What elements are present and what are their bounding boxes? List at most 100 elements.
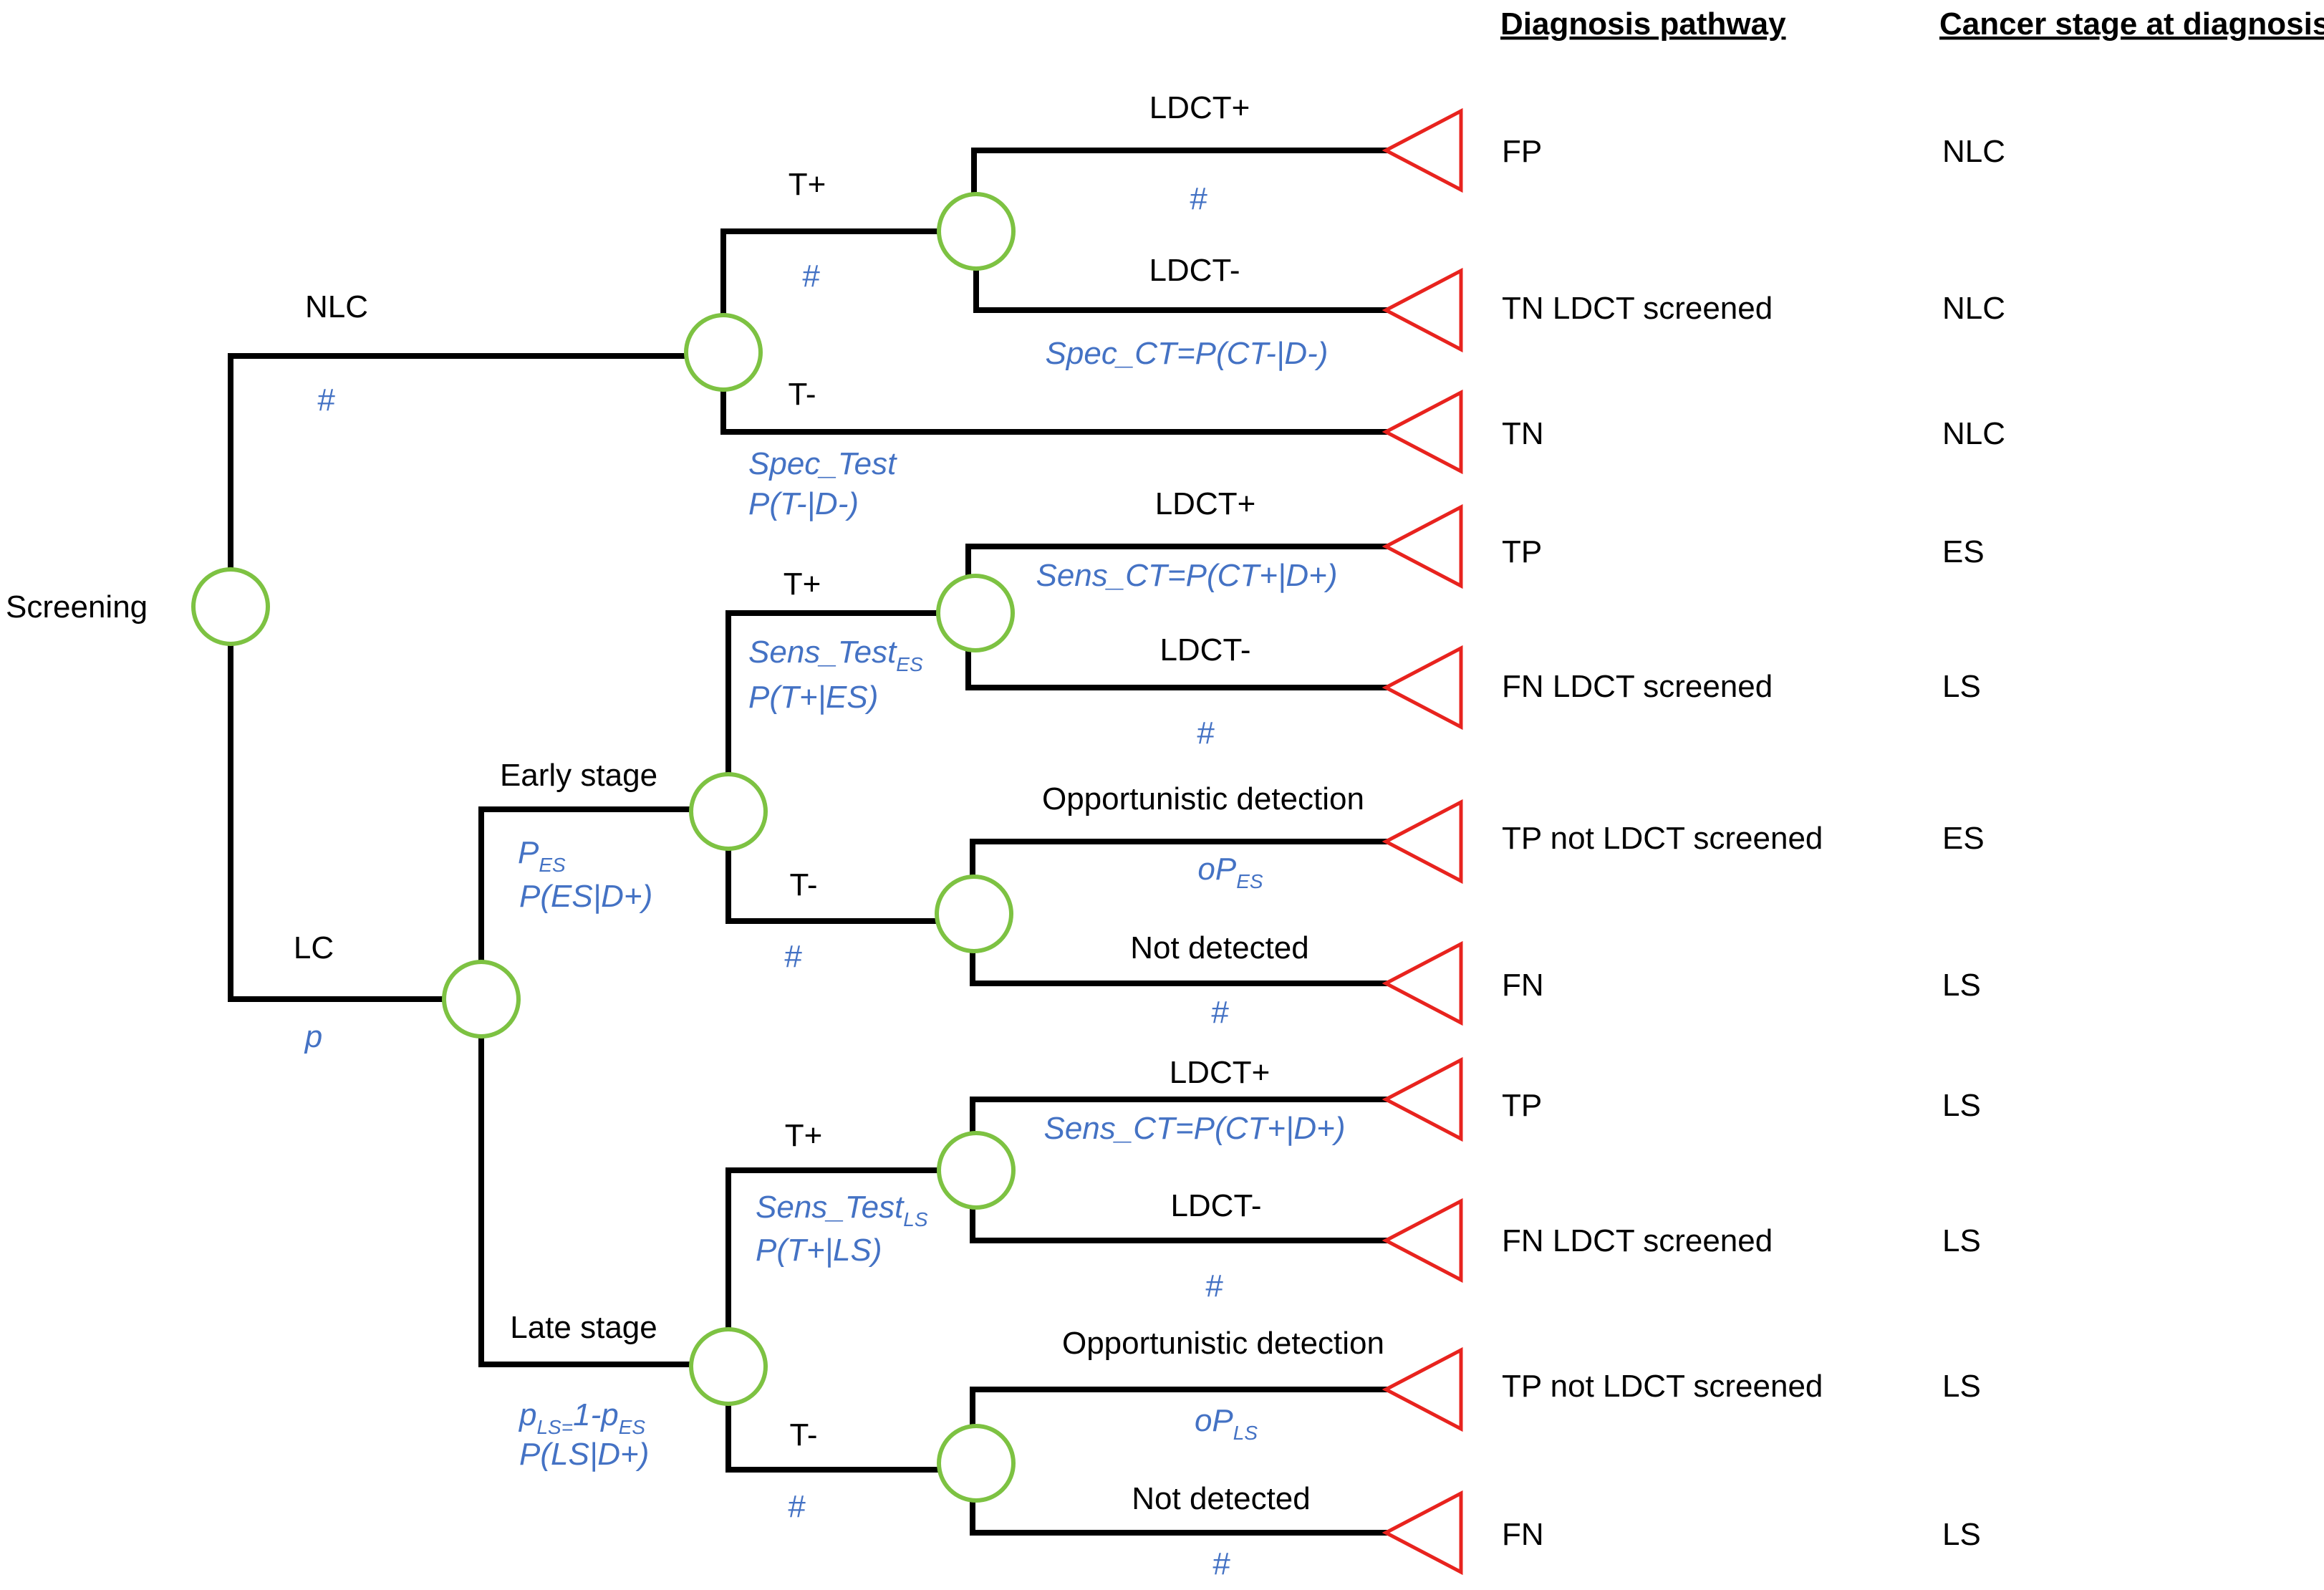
nlc-ldct-pos-label: LDCT+ xyxy=(1149,90,1250,125)
edge-es-tneg xyxy=(725,844,945,924)
nlc-tpos-label: T+ xyxy=(789,167,826,202)
ls-ldct-neg-prob: # xyxy=(1205,1268,1223,1304)
outcome-pathway: TN LDCT screened xyxy=(1502,291,1773,326)
outcome-pathway: TP xyxy=(1502,1088,1542,1123)
edge-nlc-ldct-pos xyxy=(971,148,1389,196)
nlc-tneg-prob-1: Spec_Test xyxy=(748,446,897,481)
edge-nlc-tneg xyxy=(720,385,1389,435)
es-tneg-node xyxy=(935,874,1013,953)
edge-nlc-tpos xyxy=(720,228,945,319)
edge-late-stage xyxy=(478,1032,698,1367)
es-opp-label: Opportunistic detection xyxy=(1042,781,1364,816)
es-tpos-node xyxy=(936,574,1015,652)
nlc-test-node xyxy=(684,313,763,392)
edge-es-opp xyxy=(970,839,1389,882)
ls-ldct-pos-label: LDCT+ xyxy=(1170,1055,1271,1090)
es-test-node xyxy=(689,772,768,851)
edge-es-ldct-neg xyxy=(965,645,1389,690)
outcome-rows: FP NLC TN LDCT screened NLC TN NLC TP ES… xyxy=(1502,134,2005,1552)
ls-tneg-node xyxy=(937,1424,1016,1503)
outcome-pathway: FN LDCT screened xyxy=(1502,669,1773,704)
outcome-pathway: FN xyxy=(1502,1517,1544,1552)
es-ldct-pos-prob: Sens_CT=P(CT+|D+) xyxy=(1036,558,1337,593)
ls-tneg-label: T- xyxy=(789,1417,817,1452)
edge-ls-ldct-neg xyxy=(970,1204,1389,1243)
late-stage-prob-1: pLS=1-pES xyxy=(518,1397,645,1438)
es-notdet-label: Not detected xyxy=(1130,930,1309,965)
ls-ldct-pos-prob: Sens_CT=P(CT+|D+) xyxy=(1043,1111,1345,1146)
es-tpos-prob-2: P(T+|ES) xyxy=(748,680,878,715)
ls-tpos-label: T+ xyxy=(785,1118,823,1153)
outcome-pathway: FN LDCT screened xyxy=(1502,1223,1773,1258)
late-stage-label: Late stage xyxy=(510,1310,657,1345)
lc-prob: p xyxy=(304,1019,322,1054)
outcome-pathway: TN xyxy=(1502,416,1544,451)
terminal-node-11 xyxy=(1382,1490,1463,1576)
edge-ls-ldct-pos xyxy=(970,1097,1389,1138)
outcome-stage: NLC xyxy=(1942,416,2005,451)
es-ldct-neg-label: LDCT- xyxy=(1159,632,1250,668)
outcome-pathway: TP xyxy=(1502,534,1542,569)
nlc-tneg-label: T- xyxy=(788,377,816,412)
edge-es-tpos xyxy=(725,610,945,780)
nlc-prob: # xyxy=(317,382,335,418)
es-ldct-neg-prob: # xyxy=(1197,716,1215,751)
outcome-stage: ES xyxy=(1942,534,1985,569)
nlc-ldct-pos-prob: # xyxy=(1190,181,1207,216)
early-stage-prob-1: PES xyxy=(518,835,566,876)
terminal-node-4 xyxy=(1382,504,1463,589)
outcome-stage: LS xyxy=(1942,669,1981,704)
lc-stage-node xyxy=(442,960,521,1039)
nlc-ldct-neg-prob: Spec_CT=P(CT-|D-) xyxy=(1046,336,1329,371)
outcome-stage: ES xyxy=(1942,821,1985,856)
late-stage-prob-2: P(LS|D+) xyxy=(519,1437,649,1472)
early-stage-label: Early stage xyxy=(500,758,657,793)
edge-ls-tneg xyxy=(725,1399,945,1473)
edge-ls-notdet xyxy=(970,1496,1389,1536)
ls-notdet-prob: # xyxy=(1212,1546,1230,1581)
edge-early-stage xyxy=(478,806,698,966)
terminal-node-1 xyxy=(1382,107,1463,193)
ls-notdet-label: Not detected xyxy=(1132,1481,1311,1516)
outcome-pathway: FP xyxy=(1502,134,1542,169)
nlc-tneg-prob-2: P(T-|D-) xyxy=(748,486,859,521)
es-notdet-prob: # xyxy=(1211,995,1229,1030)
outcome-stage: NLC xyxy=(1942,134,2005,169)
terminal-node-2 xyxy=(1382,267,1463,353)
terminal-node-6 xyxy=(1382,799,1463,885)
ls-opp-label: Opportunistic detection xyxy=(1062,1326,1384,1361)
header-cancer-stage: Cancer stage at diagnosis xyxy=(1939,6,2324,42)
outcome-stage: LS xyxy=(1942,1369,1981,1404)
outcome-stage: LS xyxy=(1942,1517,1981,1552)
root-label: Screening xyxy=(6,589,148,625)
es-tpos-label: T+ xyxy=(783,567,821,602)
edge-es-ldct-pos xyxy=(965,544,1389,582)
terminal-node-8 xyxy=(1382,1056,1463,1142)
nlc-tpos-prob: # xyxy=(802,259,820,294)
ls-tpos-prob-2: P(T+|LS) xyxy=(756,1233,882,1268)
es-tneg-prob: # xyxy=(784,939,802,974)
es-opp-prob: oPES xyxy=(1197,852,1263,892)
root-chance-node xyxy=(191,567,270,646)
nlc-label: NLC xyxy=(305,289,368,324)
terminal-node-9 xyxy=(1382,1198,1463,1283)
edge-nlc xyxy=(228,353,692,576)
lc-label: LC xyxy=(294,930,334,965)
nlc-ldct-neg-label: LDCT- xyxy=(1149,253,1240,288)
outcome-pathway: TP not LDCT screened xyxy=(1502,821,1823,856)
outcome-pathway: FN xyxy=(1502,968,1544,1003)
edge-lc xyxy=(228,638,460,1002)
header-diagnosis-pathway: Diagnosis pathway xyxy=(1500,6,1786,42)
es-tpos-prob-1: Sens_TestES xyxy=(748,635,923,675)
outcome-pathway: TP not LDCT screened xyxy=(1502,1369,1823,1404)
es-tneg-label: T- xyxy=(789,867,817,902)
edge-ls-tpos xyxy=(725,1167,945,1334)
terminal-node-3 xyxy=(1382,389,1463,475)
outcome-stage: LS xyxy=(1942,1088,1981,1123)
ls-tneg-prob: # xyxy=(788,1489,806,1524)
outcome-stage: LS xyxy=(1942,968,1981,1003)
ls-tpos-node xyxy=(937,1131,1016,1210)
early-stage-prob-2: P(ES|D+) xyxy=(519,879,652,914)
terminal-node-10 xyxy=(1382,1346,1463,1432)
